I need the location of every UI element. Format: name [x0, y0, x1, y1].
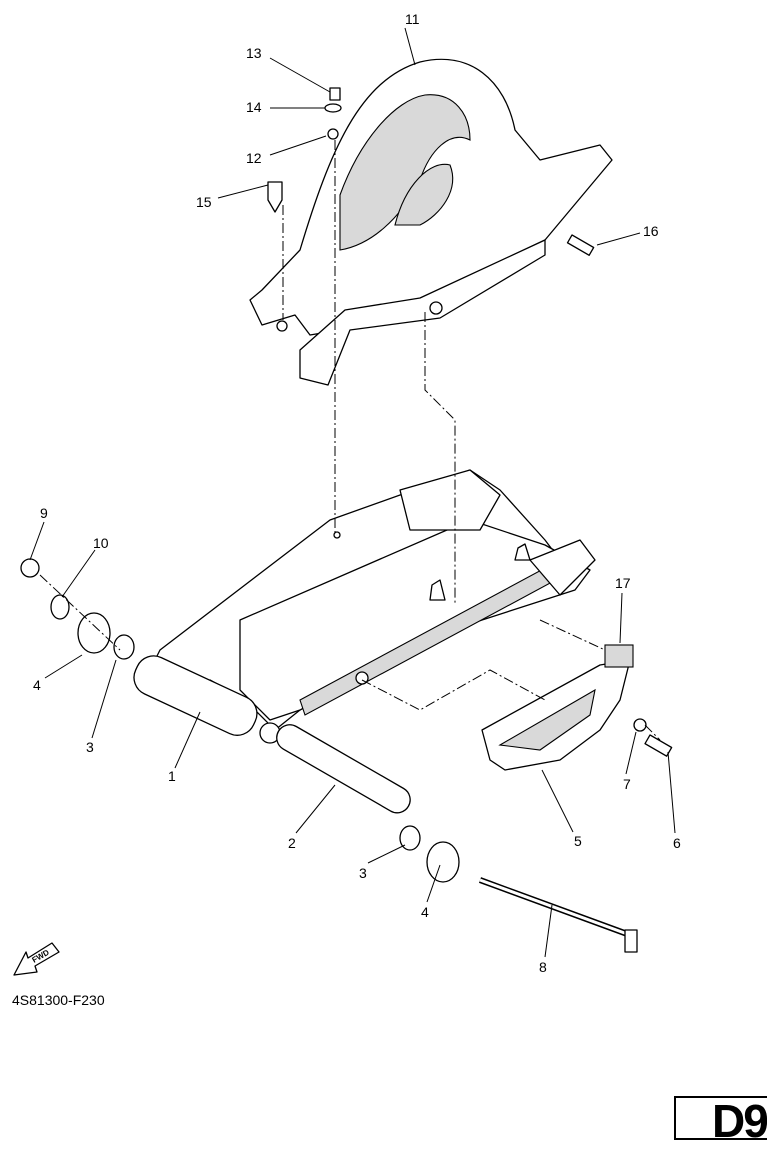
callout-14: 14	[246, 99, 262, 115]
page-label-box: D9	[674, 1095, 767, 1147]
assembly-lines	[39, 140, 661, 741]
callout-8: 8	[539, 959, 547, 975]
collar	[276, 724, 411, 814]
rear-fender	[249, 58, 613, 386]
callout-7: 7	[623, 776, 631, 792]
callout-numbers: 11 13 14 12 15 16 9 10 4 3 1 2 3 4 5 7 6…	[33, 11, 681, 975]
page-label: D9	[712, 1095, 767, 1147]
small-parts	[20, 87, 673, 883]
callout-9: 9	[40, 505, 48, 521]
callout-17: 17	[615, 575, 631, 591]
label-sticker	[604, 644, 634, 668]
callout-1: 1	[168, 768, 176, 784]
callout-10: 10	[93, 535, 109, 551]
callout-5: 5	[574, 833, 582, 849]
callout-4b: 4	[421, 904, 429, 920]
figure-code: 4S81300-F230	[12, 992, 105, 1008]
swingarm	[133, 469, 596, 744]
callout-12: 12	[246, 150, 262, 166]
callout-13: 13	[246, 45, 262, 61]
callout-11: 11	[405, 11, 420, 27]
callout-6: 6	[673, 835, 681, 851]
callout-2: 2	[288, 835, 296, 851]
fwd-arrow-icon: FWD	[13, 942, 60, 976]
callout-3: 3	[86, 739, 94, 755]
leader-lines	[29, 27, 676, 958]
callout-4: 4	[33, 677, 41, 693]
callout-3b: 3	[359, 865, 367, 881]
callout-16: 16	[643, 223, 659, 239]
callout-15: 15	[196, 194, 212, 210]
